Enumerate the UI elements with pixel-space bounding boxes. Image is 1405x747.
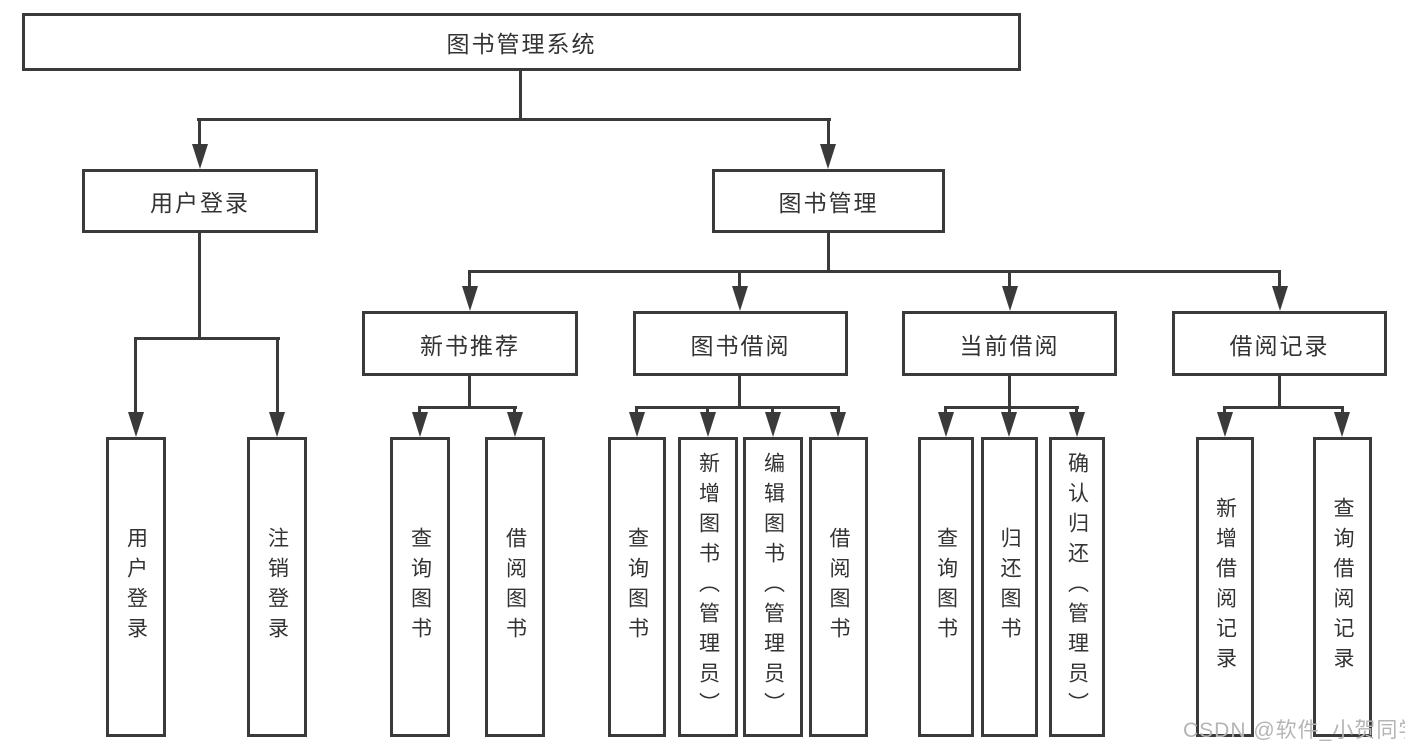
leaf-cb-query-books: 查询图书 [918, 437, 974, 737]
node-label: 查询借阅记录 [1331, 497, 1354, 677]
leaf-nbr-query-books: 查询图书 [390, 437, 450, 737]
leaf-user-login: 用户登录 [106, 437, 166, 737]
leaf-logout: 注销登录 [247, 437, 307, 737]
connector-br-stem [1278, 376, 1281, 408]
connector-drop [706, 409, 709, 413]
connector-drop [513, 409, 516, 413]
leaf-nbr-borrow-books: 借阅图书 [485, 437, 545, 737]
connector-bb-hline [635, 406, 840, 409]
node-label: 图书管理系统 [446, 31, 597, 57]
leaf-bb-edit-book-admin: 编辑图书（管理员） [743, 437, 803, 737]
leaf-br-add-record: 新增借阅记录 [1196, 437, 1254, 737]
node-new-book-recommendation: 新书推荐 [362, 311, 578, 376]
arrowhead-icon [1002, 286, 1018, 311]
arrowhead-icon [412, 412, 428, 437]
connector-drop [1075, 409, 1078, 413]
connector-drop-book-borrowing [738, 273, 741, 286]
node-label: 图书借阅 [690, 332, 791, 359]
connector-nbr-stem [468, 376, 471, 408]
leaf-bb-add-book-admin: 新增图书（管理员） [678, 437, 738, 737]
node-label: 用户登录 [124, 527, 148, 647]
connector-drop [635, 409, 638, 413]
arrowhead-icon [192, 144, 208, 169]
node-label: 新书推荐 [420, 332, 520, 359]
connector-cb-hline [944, 406, 1079, 409]
node-label: 图书管理 [778, 190, 879, 216]
node-label: 注销登录 [265, 527, 289, 647]
connector-root-stem [519, 71, 522, 119]
leaf-cb-return-books: 归还图书 [981, 437, 1038, 737]
node-label: 借阅记录 [1229, 332, 1330, 359]
arrowhead-icon [629, 412, 645, 437]
arrowhead-icon [938, 412, 954, 437]
node-current-borrowing: 当前借阅 [902, 311, 1117, 376]
arrowhead-icon [462, 286, 478, 311]
connector-user-login-hline [134, 337, 280, 340]
connector-cb-stem [1008, 376, 1011, 408]
connector-book-management-hline [468, 270, 1281, 273]
node-user-login: 用户登录 [82, 169, 318, 233]
arrowhead-icon [1272, 286, 1288, 311]
connector-drop-leaf-logout [276, 340, 279, 412]
arrowhead-icon [732, 286, 748, 311]
arrowhead-icon [1069, 412, 1085, 437]
connector-drop [771, 409, 774, 413]
arrowhead-icon [820, 144, 836, 169]
arrowhead-icon [1334, 412, 1350, 437]
connector-drop-leaf-user-login [134, 340, 137, 412]
connector-nbr-hline [418, 406, 517, 409]
node-borrowing-records: 借阅记录 [1172, 311, 1387, 376]
connector-drop [1341, 409, 1344, 413]
arrowhead-icon [1217, 412, 1233, 437]
node-label: 查询图书 [408, 527, 432, 647]
arrowhead-icon [830, 412, 846, 437]
connector-drop-user-login [198, 121, 201, 144]
connector-br-hline [1223, 406, 1344, 409]
connector-drop-current-borrowing [1008, 273, 1011, 286]
connector-drop [418, 409, 421, 413]
arrowhead-icon [765, 412, 781, 437]
connector-drop [837, 409, 840, 413]
node-root: 图书管理系统 [22, 13, 1021, 71]
connector-drop-new-book [468, 273, 471, 286]
node-label: 用户登录 [150, 190, 250, 216]
watermark: CSDN @软件_小贺同学 [1183, 719, 1405, 742]
connector-drop [1223, 409, 1226, 413]
node-book-borrowing: 图书借阅 [633, 311, 848, 376]
node-label: 查询图书 [934, 527, 958, 647]
node-label: 查询图书 [625, 527, 649, 647]
arrowhead-icon [1001, 412, 1017, 437]
node-label: 归还图书 [998, 527, 1021, 647]
node-label: 借阅图书 [827, 527, 850, 647]
connector-drop-book-management [827, 121, 830, 144]
connector-drop [1008, 409, 1011, 413]
leaf-bb-query-books: 查询图书 [608, 437, 666, 737]
leaf-cb-confirm-return-admin: 确认归还（管理员） [1049, 437, 1105, 737]
leaf-br-query-record: 查询借阅记录 [1313, 437, 1372, 737]
arrowhead-icon [128, 412, 144, 437]
node-label: 借阅图书 [503, 527, 527, 647]
connector-book-management-stem [827, 233, 830, 272]
connector-root-hline [197, 118, 831, 121]
arrowhead-icon [269, 412, 285, 437]
node-label: 新增图书（管理员） [696, 452, 720, 722]
connector-bb-stem [738, 376, 741, 408]
connector-drop-borrowing-records [1278, 273, 1281, 286]
arrowhead-icon [700, 412, 716, 437]
node-book-management: 图书管理 [712, 169, 945, 233]
node-label: 编辑图书（管理员） [761, 452, 785, 722]
connector-drop [944, 409, 947, 413]
arrowhead-icon [507, 412, 523, 437]
node-label: 当前借阅 [959, 332, 1060, 359]
connector-user-login-stem [198, 233, 201, 339]
node-label: 确认归还（管理员） [1065, 452, 1089, 722]
leaf-bb-borrow-books: 借阅图书 [809, 437, 868, 737]
node-label: 新增借阅记录 [1213, 497, 1237, 677]
